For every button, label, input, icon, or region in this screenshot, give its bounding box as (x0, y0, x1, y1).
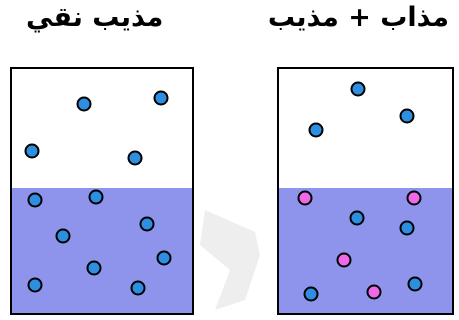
particles (24, 90, 172, 296)
solvent-particle (88, 189, 104, 205)
solvent-particle (399, 220, 415, 236)
solvent-particle (303, 286, 319, 302)
solute-particle (366, 284, 382, 300)
solvent-particle (139, 216, 155, 232)
pure-solvent-container (10, 67, 194, 315)
solvent-particle (407, 276, 423, 292)
watermark-shape (200, 210, 260, 310)
solvent-particle (24, 143, 40, 159)
solvent-particle (86, 260, 102, 276)
solvent-particle (27, 277, 43, 293)
solvent-particle (127, 150, 143, 166)
pure-solvent-title: مذيب نقي (26, 2, 164, 33)
solution-title: مذاب + مذيب (267, 2, 449, 33)
solvent-particle (350, 81, 366, 97)
solution-container (277, 67, 454, 315)
solvent-particle (399, 108, 415, 124)
solvent-particle (156, 250, 172, 266)
solvent-particle (76, 96, 92, 112)
solvent-particle (27, 192, 43, 208)
solvent-particle (349, 210, 365, 226)
container-outline (10, 67, 194, 315)
particles (297, 81, 423, 302)
solute-particle (336, 252, 352, 268)
solute-particle (297, 190, 313, 206)
solvent-particle (153, 90, 169, 106)
solvent-particle (130, 280, 146, 296)
solvent-particle (308, 122, 324, 138)
container-outline (277, 67, 454, 315)
solvent-particle (55, 228, 71, 244)
solute-particle (406, 190, 422, 206)
